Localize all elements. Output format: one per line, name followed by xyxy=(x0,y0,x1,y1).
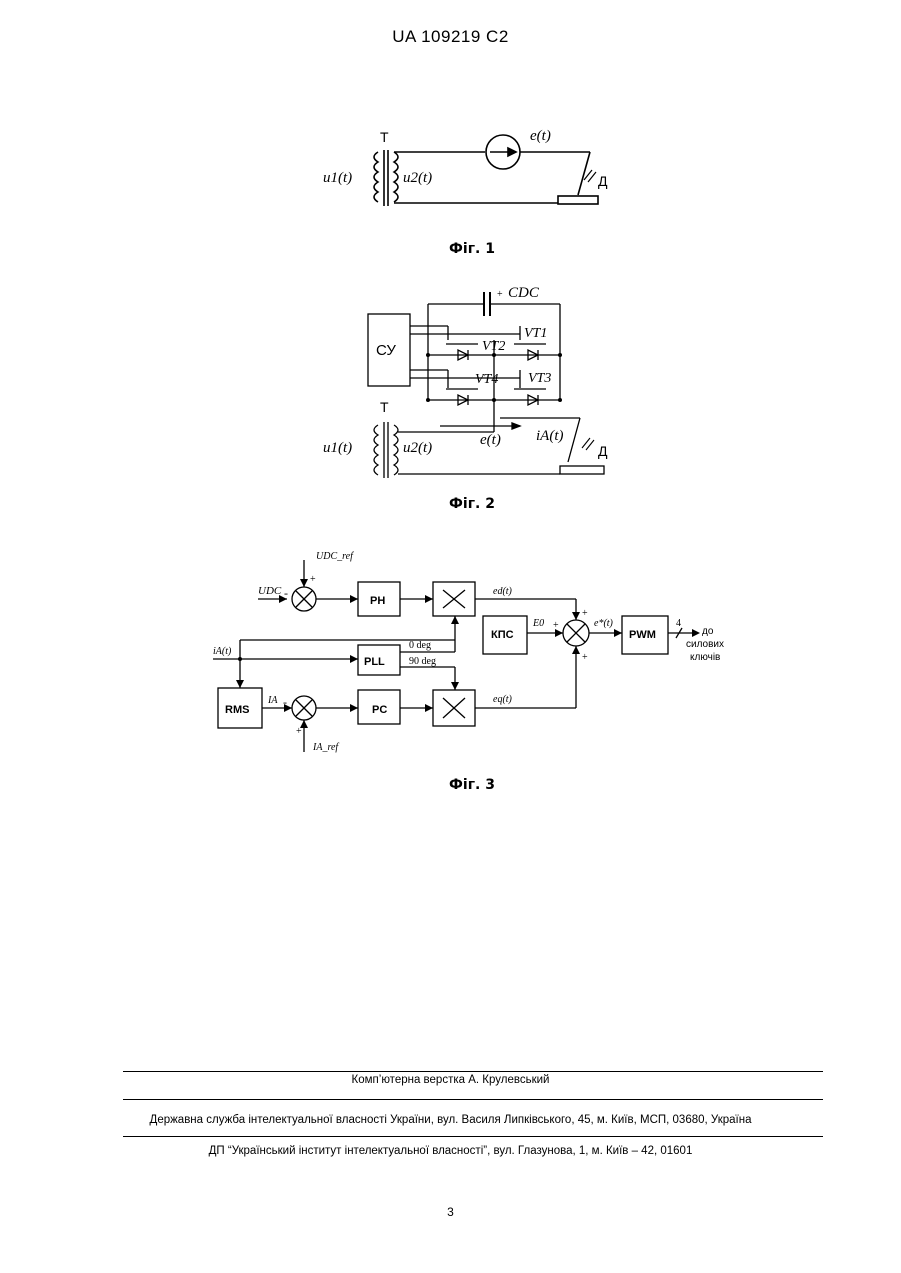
fig3-label-udc-ref: UDC_ref xyxy=(316,551,354,562)
fig3-label-pc: PC xyxy=(372,704,387,716)
fig3-label-kps: КПС xyxy=(491,629,514,641)
footer-rule-1 xyxy=(123,1071,823,1072)
fig3-label-udc: UDC xyxy=(258,585,282,597)
fig3-label-rms: RMS xyxy=(225,704,249,716)
fig3-label-minus-1: - xyxy=(284,586,288,600)
fig3-label-plus-4: + xyxy=(582,652,588,663)
footer-typesetting: Комп’ютерна верстка А. Крулевський xyxy=(0,1074,901,1086)
fig3-label-to-keys-3: ключів xyxy=(690,652,720,663)
fig3-label-to-keys-2: силових xyxy=(686,639,724,650)
fig3-label-plus-2: + xyxy=(553,620,559,631)
fig3-label-ph: РН xyxy=(370,595,385,607)
fig3-label-ia: iA(t) xyxy=(213,646,232,657)
fig3-label-plus-5: + xyxy=(296,726,302,737)
footer-rule-3 xyxy=(123,1136,823,1137)
footer-rule-2 xyxy=(123,1099,823,1100)
fig3-label-plus-1: + xyxy=(310,574,316,585)
fig3-label-pwm: PWM xyxy=(629,629,656,641)
fig3-label-to-keys-1: до xyxy=(702,626,714,637)
footer-service-address: Державна служба інтелектуальної власност… xyxy=(0,1114,901,1126)
figure-3-block-diagram: UDC_ref + UDC - РН ed(t) КПС E0 + + + e*… xyxy=(0,0,901,800)
fig3-label-plus-3: + xyxy=(582,608,588,619)
footer-institute-address: ДП “Український інститут інтелектуальної… xyxy=(0,1145,901,1157)
fig3-label-minus-2: - xyxy=(283,695,287,709)
fig3-label-eq: eq(t) xyxy=(493,694,513,705)
fig3-label-e0: E0 xyxy=(532,618,544,629)
page-number: 3 xyxy=(0,1205,901,1219)
fig3-label-ed: ed(t) xyxy=(493,586,513,597)
fig3-label-pll: PLL xyxy=(364,656,385,668)
fig3-label-ia-ref: IA_ref xyxy=(312,742,339,753)
fig3-label-estar: e*(t) xyxy=(594,618,614,629)
fig3-label-ia-cap: IA xyxy=(267,695,278,706)
fig3-label-four: 4 xyxy=(676,618,681,629)
fig3-caption: Фіг. 3 xyxy=(412,777,532,793)
fig3-label-deg90: 90 deg xyxy=(409,656,436,667)
fig3-label-deg0: 0 deg xyxy=(409,640,431,651)
